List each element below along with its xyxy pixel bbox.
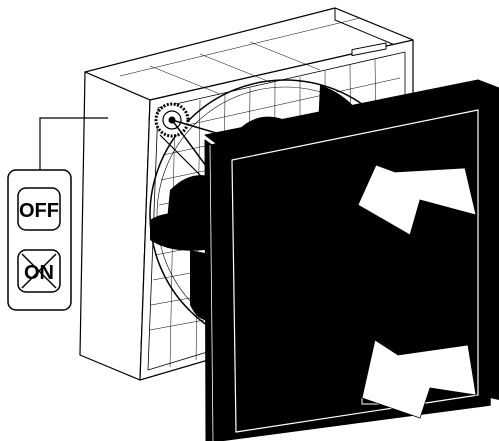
off-switch-label: OFF [19, 200, 59, 222]
